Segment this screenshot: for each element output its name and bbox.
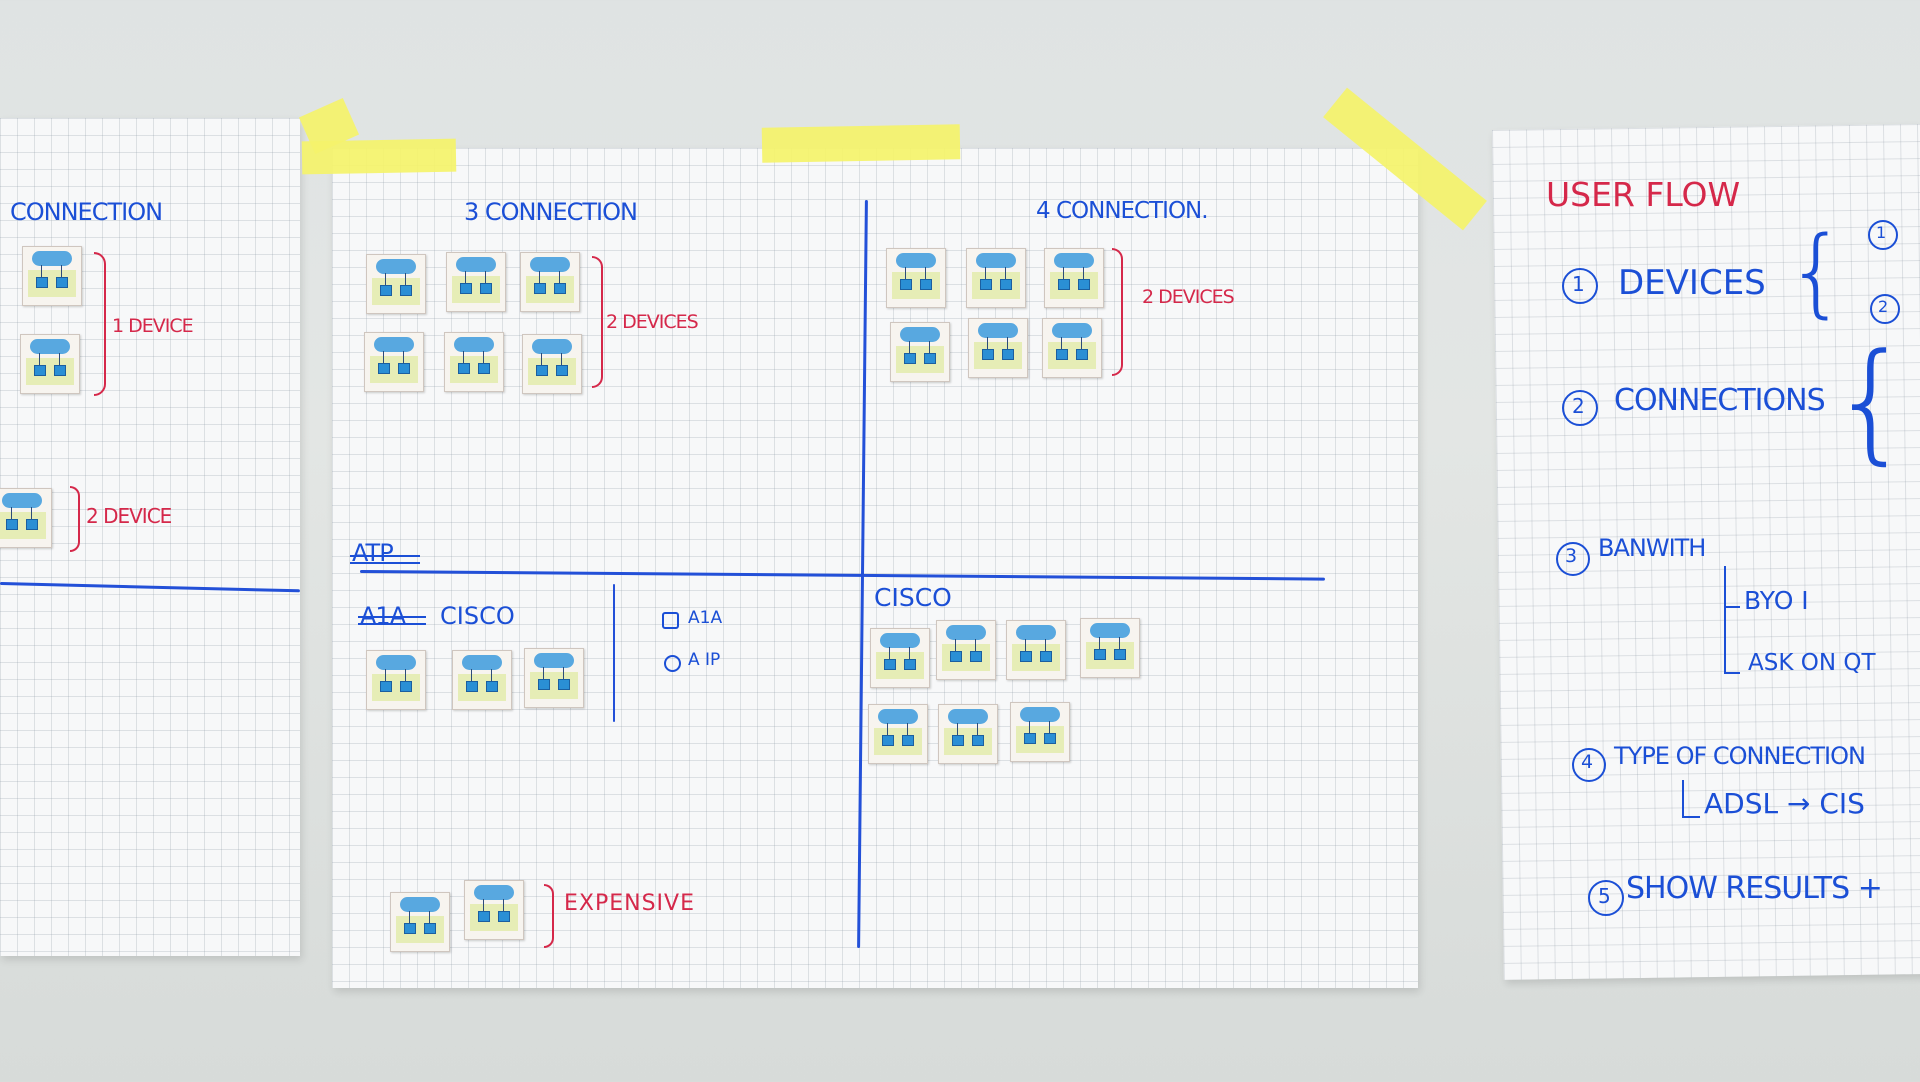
device-card [452, 650, 512, 710]
device-card [936, 620, 996, 680]
user-flow-title: USER FLOW [1546, 175, 1741, 214]
device-card [366, 254, 426, 314]
tape-strip [761, 124, 961, 163]
device-card [464, 880, 524, 940]
label-cisco-left: CISCO [440, 602, 515, 630]
step2-brace: { [1830, 325, 1913, 477]
label-2-device: 2 DEVICE [86, 504, 172, 528]
device-card [446, 252, 506, 312]
device-card [364, 332, 424, 392]
red-brace [544, 884, 554, 948]
strike-line [358, 623, 426, 625]
struck-label-top: ATP [352, 539, 394, 567]
step5-number: 5 [1598, 884, 1611, 908]
step4-sub: ADSL → CIS [1704, 787, 1865, 820]
strike-line [358, 616, 426, 618]
step3-label: BANWITH [1598, 534, 1706, 562]
red-brace [1112, 248, 1123, 376]
flipchart-sheet-middle [332, 148, 1418, 988]
strike-line [350, 562, 420, 564]
label-2-devices-4conn: 2 DEVICES [1142, 286, 1235, 308]
checkbox-a1a [662, 612, 679, 629]
small-divider-line [613, 584, 615, 722]
device-card [390, 892, 450, 952]
red-brace [592, 256, 603, 388]
step4-number: 4 [1581, 751, 1594, 773]
step2-label: CONNECTIONS [1614, 383, 1826, 418]
device-card [20, 334, 80, 394]
device-card [444, 332, 504, 392]
label-1-device: 1 DEVICE [112, 315, 194, 337]
device-card [1006, 620, 1066, 680]
device-card [1042, 318, 1102, 378]
step-number-circle [1562, 268, 1598, 304]
step-number-circle [1588, 880, 1624, 916]
label-2-devices-3conn: 2 DEVICES [606, 311, 699, 333]
step-number-circle [1562, 390, 1598, 426]
option-a-ip: A IP [688, 650, 721, 670]
step4-bracket [1682, 780, 1700, 818]
device-card [524, 648, 584, 708]
device-card [938, 704, 998, 764]
device-card [868, 704, 928, 764]
step3-option-1: BYO I [1744, 586, 1809, 615]
device-card [520, 252, 580, 312]
step4-label: TYPE OF CONNECTION [1614, 742, 1866, 770]
step1-sub2: 2 [1878, 297, 1889, 316]
step5-label: SHOW RESULTS + [1626, 871, 1883, 906]
title-3-connection: 3 CONNECTION [464, 198, 638, 226]
device-card [886, 248, 946, 308]
red-brace [94, 252, 106, 396]
label-expensive: EXPENSIVE [564, 891, 695, 916]
step3-option-2: ASK ON QT [1748, 650, 1876, 676]
sub-number-circle [1868, 220, 1898, 250]
left-sheet-title: CONNECTION [10, 198, 163, 226]
step1-label: DEVICES [1618, 263, 1766, 303]
checkbox-a-ip [664, 655, 681, 672]
sub-number-circle [1870, 294, 1900, 324]
device-card [1010, 702, 1070, 762]
title-4-connection: 4 CONNECTION. [1036, 198, 1209, 224]
device-card [966, 248, 1026, 308]
step1-sub1: 1 [1876, 223, 1887, 242]
step1-number: 1 [1572, 272, 1585, 296]
strike-line [350, 555, 420, 557]
device-card [0, 488, 52, 548]
label-cisco-right: CISCO [874, 583, 952, 612]
device-card [522, 334, 582, 394]
step-number-circle [1556, 542, 1590, 576]
step3-bracket-1 [1724, 566, 1740, 608]
device-card [968, 318, 1028, 378]
step1-brace: { [1786, 216, 1848, 328]
device-card [366, 650, 426, 710]
option-a1a: A1A [688, 608, 723, 628]
device-card [890, 322, 950, 382]
device-card [1044, 248, 1104, 308]
step2-number: 2 [1572, 394, 1585, 418]
step3-bracket-2 [1724, 604, 1740, 674]
step3-number: 3 [1565, 545, 1578, 567]
device-card [22, 246, 82, 306]
red-brace [70, 486, 80, 552]
device-card [870, 628, 930, 688]
step-number-circle [1572, 748, 1606, 782]
device-card [1080, 618, 1140, 678]
